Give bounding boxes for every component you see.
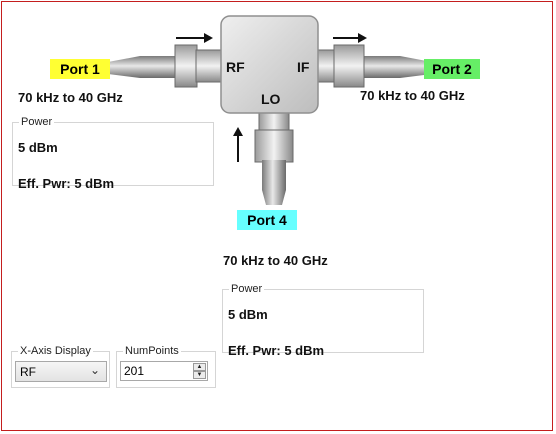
mixer-rf-label: RF	[226, 59, 245, 75]
spin-up-icon[interactable]: ▲	[193, 363, 206, 371]
port4-power-group: Power 5 dBm Eff. Pwr: 5 dBm	[222, 283, 424, 358]
port4-power-value: 5 dBm	[228, 307, 268, 322]
chevron-down-icon: ⌄	[89, 363, 100, 377]
port1-label: Port 1	[50, 59, 110, 79]
xaxis-display-group: X-Axis Display RF ⌄	[11, 345, 110, 388]
numpoints-legend: NumPoints	[125, 345, 179, 357]
port4-freq: 70 kHz to 40 GHz	[223, 253, 328, 268]
if-cable	[364, 56, 432, 78]
rf-connector	[174, 44, 198, 88]
arrow-right-icon	[333, 33, 367, 43]
port1-power-value: 5 dBm	[18, 140, 58, 155]
xaxis-display-value: RF	[20, 365, 36, 379]
mixer-lo-label: LO	[261, 91, 281, 107]
port1-eff-power: Eff. Pwr: 5 dBm	[18, 176, 115, 191]
xaxis-display-legend: X-Axis Display	[20, 345, 91, 357]
port1-power-group: Power 5 dBm Eff. Pwr: 5 dBm	[12, 116, 214, 191]
arrow-up-icon	[233, 127, 243, 162]
numpoints-group: NumPoints 201 ▲ ▼	[116, 345, 216, 388]
mixer-diagram: RF IF LO	[108, 15, 432, 205]
port2-label: Port 2	[424, 59, 480, 79]
mixer-body	[220, 15, 319, 114]
port1-freq: 70 kHz to 40 GHz	[18, 90, 123, 105]
numpoints-input[interactable]: 201 ▲ ▼	[120, 361, 208, 381]
port4-power-legend: Power	[231, 283, 263, 295]
xaxis-display-select[interactable]: RF ⌄	[15, 361, 107, 382]
numpoints-value: 201	[124, 364, 145, 378]
arrow-right-icon	[176, 33, 213, 43]
mixer-if-label: IF	[297, 59, 310, 75]
port4-label: Port 4	[237, 210, 297, 230]
port2-freq: 70 kHz to 40 GHz	[360, 88, 465, 103]
port1-power-legend: Power	[21, 116, 53, 128]
lo-cable	[262, 160, 286, 205]
rf-cable	[108, 56, 178, 78]
if-connector	[315, 49, 337, 83]
spin-down-icon[interactable]: ▼	[193, 371, 206, 379]
lo-connector	[258, 111, 290, 133]
port4-eff-power: Eff. Pwr: 5 dBm	[228, 343, 325, 358]
